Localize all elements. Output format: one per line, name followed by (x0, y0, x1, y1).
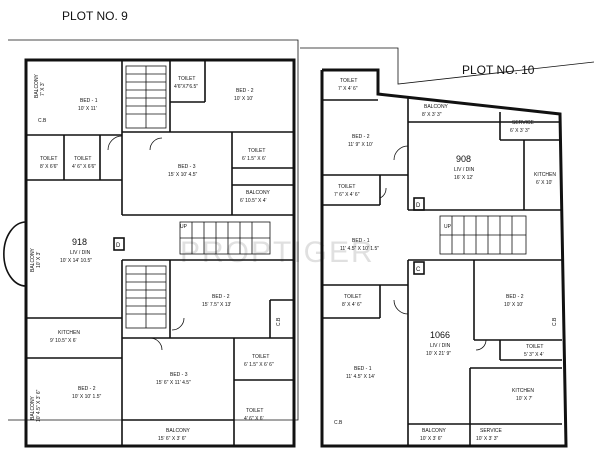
kitchen-label: KITCHEN (58, 330, 80, 336)
toilet-top-label: TOILET (178, 76, 195, 82)
svg-text:10' X 3': 10' X 3' (36, 252, 42, 268)
plot-10-outer-wall (320, 68, 568, 448)
toilet-l-label: TOILET (338, 184, 355, 190)
balcony-bl-label: BALCONY (30, 395, 36, 420)
svg-text:4' 6" X 6': 4' 6" X 6' (244, 416, 264, 422)
toilet-tl-label: TOILET (340, 78, 357, 84)
svg-text:15' 6" X 3' 6": 15' 6" X 3' 6" (158, 436, 186, 442)
bed-2-low-label: BED - 2 (78, 386, 96, 392)
svg-text:16' X 12': 16' X 12' (454, 175, 473, 181)
bed-2-mid-label: BED - 2 (212, 294, 230, 300)
svg-text:10' X 3' 6": 10' X 3' 6" (420, 436, 443, 442)
svg-text:11' 4.5" X 14': 11' 4.5" X 14' (346, 374, 375, 380)
balcony-t-label: BALCONY (424, 104, 449, 110)
bed-2-t-label: BED - 2 (352, 134, 370, 140)
bed-3-low-label: BED - 3 (170, 372, 188, 378)
plot10-up-label: UP (444, 224, 452, 230)
cb-mid-label: C.B (276, 317, 282, 326)
toilet-l2-label: TOILET (344, 294, 361, 300)
stairs-top (125, 65, 167, 129)
kitchen-b-label: KITCHEN (512, 388, 534, 394)
plot-9-title: PLOT NO. 9 (62, 9, 128, 23)
bed-3-label: BED - 3 (178, 164, 196, 170)
balcony-bottom-label: BALCONY (166, 428, 191, 434)
toilet-l2-label: TOILET (74, 156, 91, 162)
bed-1-label: BED - 1 (80, 98, 98, 104)
toilet-b-label: TOILET (526, 344, 543, 350)
bed-1-t-label: BED - 1 (352, 238, 370, 244)
svg-text:15' 7.5" X 13': 15' 7.5" X 13' (202, 302, 231, 308)
svg-text:6' X 3' 3": 6' X 3' 3" (510, 128, 530, 134)
toilet-low2-label: TOILET (246, 408, 263, 414)
bed-1-b-label: BED - 1 (354, 366, 372, 372)
livdin-b-label: LIV / DIN (430, 343, 451, 349)
cb-r-label: C.B (552, 317, 558, 326)
plot-9-outer-wall (24, 58, 296, 448)
stairs-plot10 (439, 215, 527, 255)
svg-text:9' 10.5" X 6': 9' 10.5" X 6' (50, 338, 77, 344)
balcony-b-label: BALCONY (422, 428, 447, 434)
bed-2-b-label: BED - 2 (506, 294, 524, 300)
svg-text:6' 10.5" X 4': 6' 10.5" X 4' (240, 198, 267, 204)
svg-text:11' 9" X 10': 11' 9" X 10' (348, 142, 373, 148)
svg-text:6' 1.5" X 6' 6": 6' 1.5" X 6' 6" (244, 362, 274, 368)
svg-text:10' 4.5" X 3' 6": 10' 4.5" X 3' 6" (36, 389, 42, 422)
svg-text:7' X 3': 7' X 3' (40, 82, 46, 96)
plot-10-boundary (300, 47, 595, 85)
svg-text:7' 6" X 4' 6": 7' 6" X 4' 6" (334, 192, 360, 198)
svg-text:10' X 10': 10' X 10' (504, 302, 523, 308)
svg-text:10' X 10' 1.5": 10' X 10' 1.5" (72, 394, 101, 400)
balcony-side-label: BALCONY (30, 247, 36, 272)
watermark: PROPTIGER (180, 236, 375, 269)
cb-label: C.B (38, 118, 47, 124)
svg-text:5' 3" X 4': 5' 3" X 4' (524, 352, 544, 358)
cb-l-label: C.B (334, 420, 343, 426)
svg-text:11' 4.5" X 10' 1.5": 11' 4.5" X 10' 1.5" (340, 246, 379, 252)
svg-text:8' X 6'6": 8' X 6'6" (40, 164, 58, 170)
svg-text:8' X 3' 3": 8' X 3' 3" (422, 112, 442, 118)
svg-text:15' X 10' 4.5": 15' X 10' 4.5" (168, 172, 197, 178)
svg-text:7' X 4' 6": 7' X 4' 6" (338, 86, 358, 92)
lift-bottom-label: C (416, 267, 421, 273)
plot-10: UP D C TOILET 7' X 4' 6" BALCONY 8' X 3'… (300, 47, 595, 448)
svg-text:10' X 7': 10' X 7' (516, 396, 532, 402)
unit-1066: 1066 (430, 330, 450, 340)
unit-908: 908 (456, 154, 471, 164)
unit-918: 918 (72, 237, 87, 247)
svg-text:10' X 10': 10' X 10' (234, 96, 253, 102)
side-balcony-curve (3, 221, 27, 287)
svg-text:6' X 10': 6' X 10' (536, 180, 552, 186)
plot-9: D UP BALCONY 7' X 3' BED - 1 10' X 11' C… (3, 39, 299, 448)
bed-2-top-label: BED - 2 (236, 88, 254, 94)
livdin-label: LIV / DIN (70, 250, 91, 256)
svg-text:15' 6" X 11' 4.5": 15' 6" X 11' 4.5" (156, 380, 191, 386)
lift-top-box (413, 197, 425, 211)
svg-text:8' X 4' 6": 8' X 4' 6" (342, 302, 362, 308)
lift-box (113, 237, 125, 251)
plot-10-title: PLOT NO. 10 (462, 63, 535, 77)
lift-bottom-box (413, 261, 425, 275)
service-b-label: SERVICE (480, 428, 503, 434)
toilet-low1-label: TOILET (252, 354, 269, 360)
svg-text:10' X 11': 10' X 11' (78, 106, 97, 112)
stairs-bottom (125, 265, 167, 329)
svg-text:4' 6" X 6'6": 4' 6" X 6'6" (72, 164, 96, 170)
balcony-tl-label: BALCONY (34, 73, 40, 98)
svg-text:10' X 3' 3": 10' X 3' 3" (476, 436, 499, 442)
livdin-t-label: LIV / DIN (454, 167, 475, 173)
lift-top-label: D (416, 203, 421, 209)
balcony-r-label: BALCONY (246, 190, 271, 196)
kitchen-t-label: KITCHEN (534, 172, 556, 178)
lift-label: D (116, 243, 121, 249)
svg-text:10' X 21' 9": 10' X 21' 9" (426, 351, 451, 357)
toilet-r-label: TOILET (248, 148, 265, 154)
svg-text:6' 1.5" X 6': 6' 1.5" X 6' (242, 156, 266, 162)
svg-text:4'6"X7'6.5": 4'6"X7'6.5" (174, 84, 198, 90)
stairs-middle (179, 221, 271, 255)
toilet-l1-label: TOILET (40, 156, 57, 162)
stairs-up-label: UP (180, 224, 188, 230)
service-t-label: SERVICE (512, 120, 535, 126)
svg-text:10' X 14' 10.5": 10' X 14' 10.5" (60, 258, 92, 264)
